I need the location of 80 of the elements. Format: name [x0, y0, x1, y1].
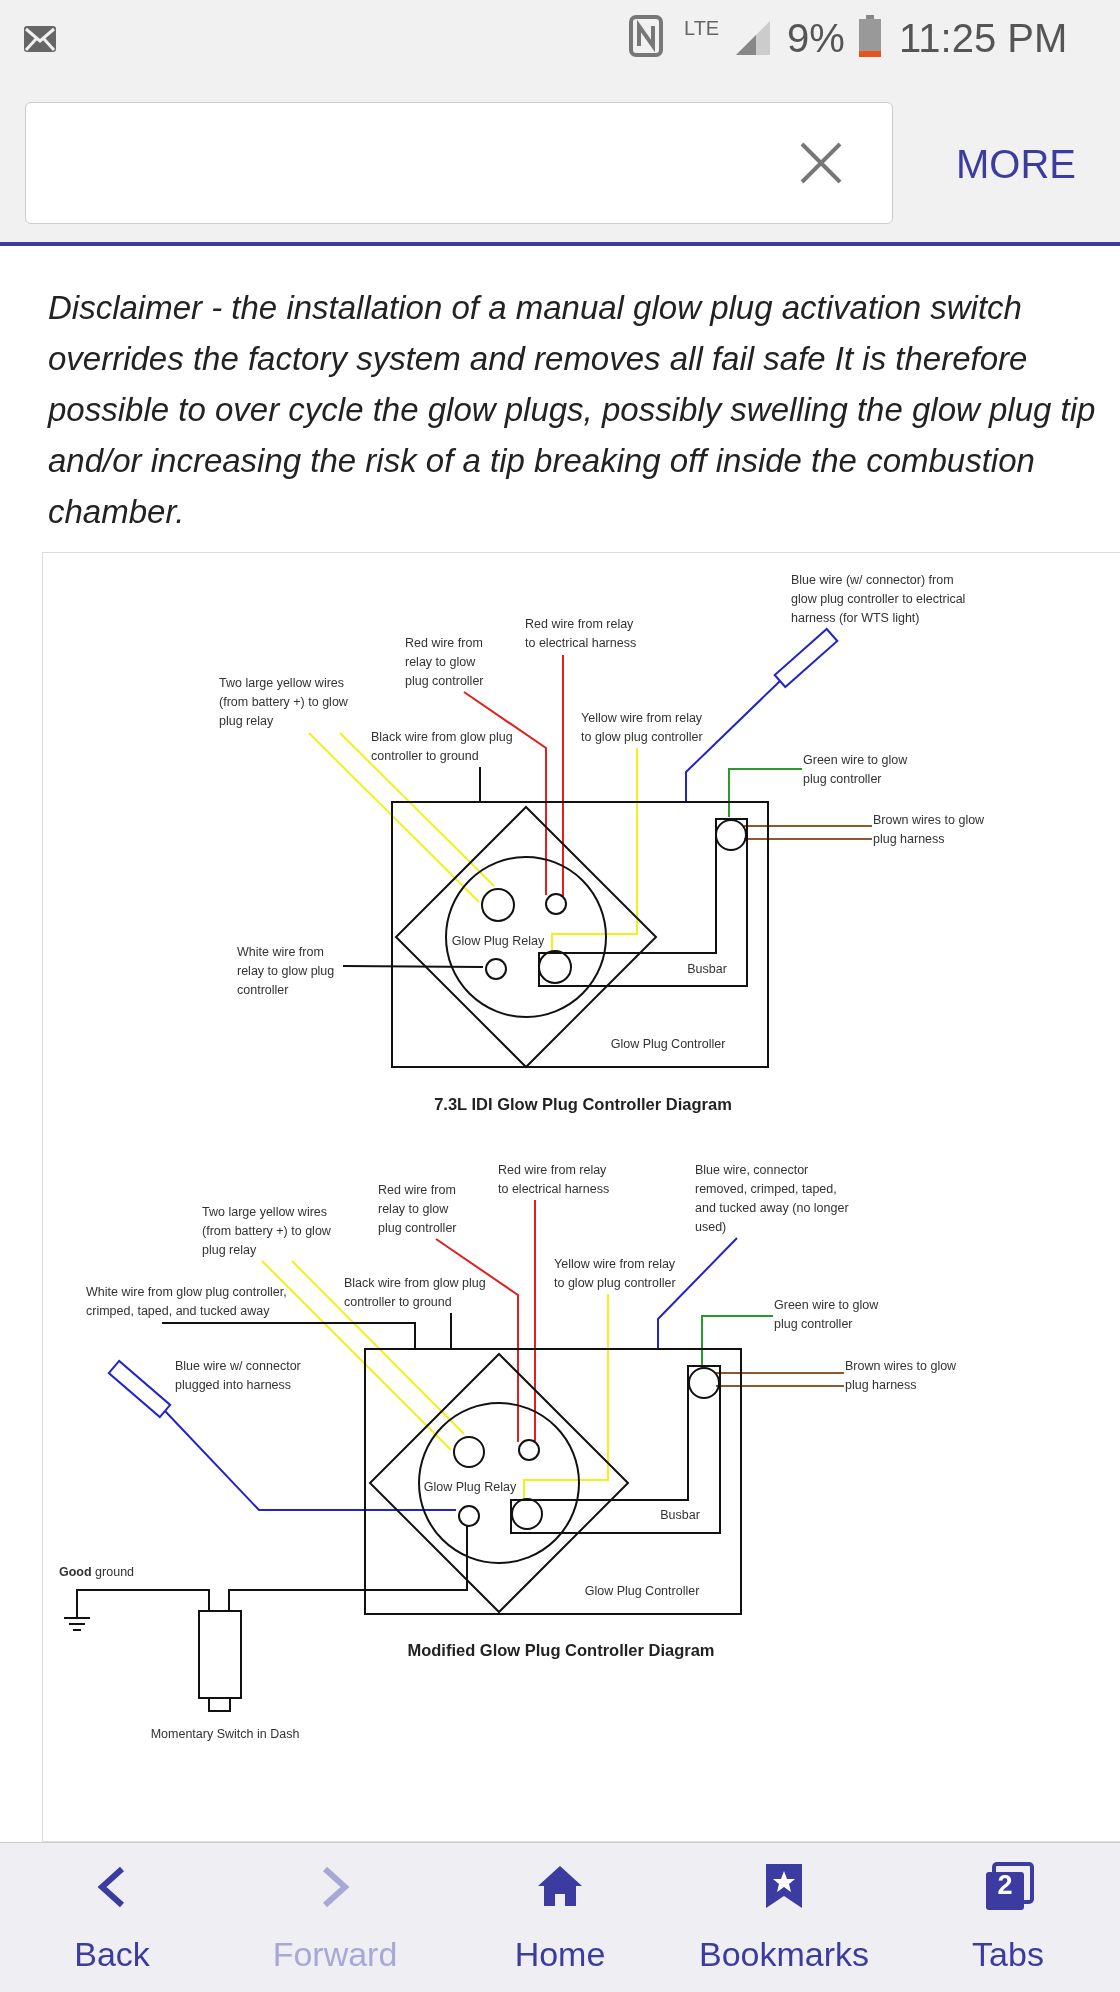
wire [523, 1293, 609, 1499]
wire [291, 1260, 465, 1435]
wire-label: Yellow wire from relay to glow plug controller [581, 709, 711, 747]
part-label: Momentary Switch in Dash [150, 1726, 300, 1743]
wire [685, 680, 781, 802]
part-label: Blue wire (w/ connector) from glow plug controller to electrical harness (for WTS light) [791, 572, 967, 627]
relay-label: Glow Plug Relay [423, 1480, 517, 1494]
wire [715, 1372, 845, 1374]
wire [342, 965, 484, 968]
back-link: Back [74, 1934, 150, 1975]
box-label: Glow Plug Controller [610, 1037, 726, 1051]
forward-link: Forward [272, 1934, 398, 1975]
tab-count: 2 [997, 1869, 1013, 1901]
terminal-circle [481, 888, 515, 922]
wire [164, 1410, 457, 1511]
terminal-circle [453, 1436, 485, 1468]
relay-label: Glow Plug Relay [451, 934, 545, 948]
busbar-label: Busbar [687, 962, 727, 976]
wire-label: White wire from glow plug controller, crimped, taped, and tucked away [86, 1283, 311, 1321]
wire [435, 1238, 519, 1443]
wire [534, 1199, 536, 1442]
terminal-circle [518, 1439, 540, 1461]
connector-plug [108, 1360, 171, 1418]
part-label: Good ground [59, 1564, 135, 1581]
busbar-label: Busbar [660, 1508, 700, 1522]
wire-label: Red wire from relay to glow plug controller [378, 1181, 470, 1238]
more-link: MORE [956, 141, 1076, 188]
wire [479, 766, 481, 802]
ground-symbol [64, 1617, 90, 1631]
wire [339, 732, 495, 887]
wire [161, 1322, 416, 1349]
diagram-caption: 7.3L IDI Glow Plug Controller Diagram [434, 1094, 732, 1114]
diagram-caption: Modified Glow Plug Controller Diagram [407, 1640, 715, 1660]
clock-text: 11:25 PM [899, 15, 1068, 62]
wire-label: Black wire from glow plug controller to ground [344, 1274, 487, 1312]
wire-label: Red wire from relay to glow plug controller [405, 634, 497, 691]
wire-label: Green wire to glow plug controller [803, 751, 918, 789]
controller-box [391, 801, 769, 1068]
network-type-text: LTE [684, 16, 720, 40]
box-label: Glow Plug Controller [584, 1584, 700, 1598]
wire [657, 1237, 738, 1349]
wire [728, 768, 803, 818]
wire [715, 1385, 845, 1387]
wire [261, 1260, 452, 1451]
wire [450, 1312, 452, 1349]
wire [228, 1524, 468, 1611]
wire-label: Green wire to glow plug controller [774, 1296, 889, 1334]
switch-drawing [198, 1610, 242, 1712]
tabs-link: Tabs [972, 1934, 1044, 1975]
wire-label: Brown wires to glow plug harness [845, 1357, 970, 1395]
wire-label: Brown wires to glow plug harness [873, 811, 998, 849]
wire [701, 1315, 774, 1366]
wire [562, 654, 564, 897]
wire-label: White wire from relay to glow plug controller [237, 943, 342, 1000]
wire [551, 747, 638, 951]
wire [76, 1589, 210, 1618]
terminal-circle [485, 958, 507, 980]
terminal-circle [511, 1498, 543, 1530]
controller-box [364, 1348, 742, 1615]
wire [463, 691, 547, 896]
terminal-circle [545, 893, 567, 915]
disclaimer-paragraph: Disclaimer - the installation of a manual glow plug activation switch overrides the factory system and removes all fail safe It is therefore possible to over cycle the glow plugs, possibly swelling the glow plug tip and/or increasing the risk of a tip breaking off inside the combustion chamber. [48, 288, 1097, 532]
wire [743, 825, 873, 827]
wire-label: Red wire from relay to electrical harness [498, 1161, 613, 1199]
wire-label: Red wire from relay to electrical harness [525, 615, 640, 653]
connector-plug [774, 628, 838, 688]
wire-label: Two large yellow wires (from battery +) to glow plug relay [219, 674, 349, 731]
terminal-circle [538, 950, 572, 984]
wire [308, 732, 480, 903]
terminal-circle [715, 819, 747, 851]
bookmarks-link: Bookmarks [698, 1934, 870, 1975]
wire-label: Black wire from glow plug controller to ground [371, 728, 514, 766]
wire-label: Blue wire, connector removed, crimped, taped, and tucked away (no longer used) [695, 1161, 857, 1237]
terminal-circle [458, 1505, 480, 1527]
terminal-circle [688, 1367, 720, 1399]
home-link: Home [514, 1934, 606, 1975]
battery-percent: 9% [787, 15, 845, 62]
wire-label: Yellow wire from relay to glow plug controller [554, 1255, 684, 1293]
wire-label: Two large yellow wires (from battery +) to glow plug relay [202, 1203, 332, 1260]
part-label: Blue wire w/ connector plugged into harness [175, 1358, 302, 1394]
